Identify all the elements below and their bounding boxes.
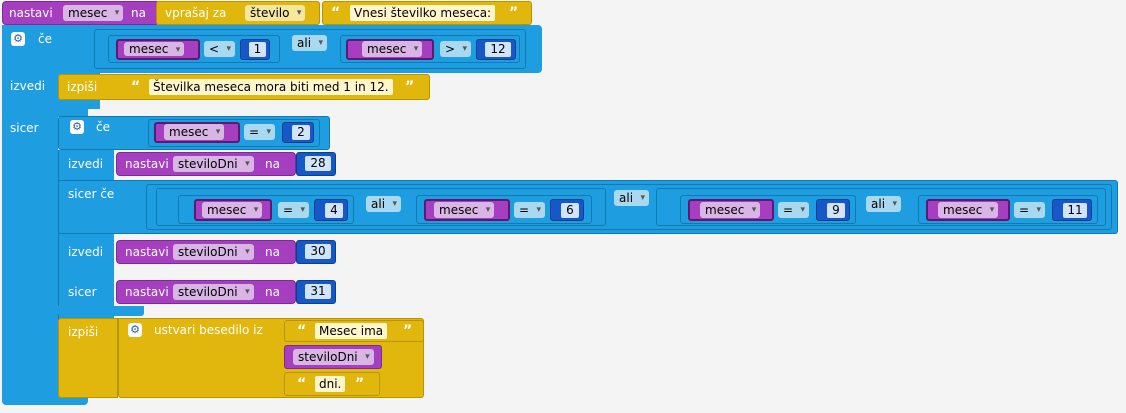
var-stevilodni-block[interactable]: steviloDni (284, 345, 382, 369)
variable-dropdown-mesec[interactable]: mesec (63, 5, 124, 21)
variable-dropdown-stevilodni[interactable]: steviloDni (173, 284, 254, 300)
set-keyword: nastavi (125, 285, 169, 299)
set-mesec-block[interactable]: nastavi mesec na (2, 1, 160, 25)
join-mutator-gear-icon[interactable]: ⚙ (128, 323, 142, 337)
to-keyword: na (265, 285, 280, 299)
variable-dropdown-mesec[interactable]: mesec (700, 202, 761, 218)
print-text-field[interactable]: Številka meseca mora biti med 1 in 12. (149, 79, 393, 95)
print-label: izpiši (68, 325, 99, 339)
if-block-bottom (2, 395, 88, 405)
set-keyword: nastavi (125, 157, 169, 171)
number-block-4[interactable]: 4 (314, 199, 348, 221)
number-field[interactable]: 6 (561, 203, 579, 218)
variable-dropdown-mesec[interactable]: mesec (434, 202, 495, 218)
to-keyword: na (131, 6, 146, 20)
elseif-keyword: sicer če (68, 187, 115, 201)
open-quote-icon: “ (297, 376, 307, 392)
or-operator-dropdown[interactable]: ali (292, 35, 328, 51)
operator-dropdown-eq[interactable]: = (1014, 202, 1046, 218)
ask-number-block[interactable]: vprašaj za število (156, 1, 320, 25)
variable-dropdown-mesec[interactable]: mesec (202, 202, 263, 218)
number-block-9[interactable]: 9 (816, 199, 850, 221)
else-keyword: sicer (10, 121, 39, 135)
close-quote-icon: ” (355, 376, 365, 392)
join-label: ustvari besedilo iz (154, 323, 263, 337)
or-operator-dropdown[interactable]: ali (366, 196, 402, 212)
ask-type-dropdown[interactable]: število (245, 5, 306, 21)
number-block-11[interactable]: 11 (1052, 199, 1092, 221)
set-keyword: nastavi (9, 6, 53, 20)
inner-if-bottom (58, 306, 144, 316)
set-stevilodni-block[interactable]: nastavi steviloDni na (116, 152, 296, 176)
or-operator-dropdown[interactable]: ali (614, 190, 650, 206)
inner-if-keyword: če (96, 120, 110, 134)
number-block-12[interactable]: 12 (476, 39, 516, 60)
if-keyword: če (38, 32, 52, 46)
number-block-6[interactable]: 6 (550, 199, 584, 221)
close-quote-icon: ” (403, 323, 413, 339)
operator-dropdown-eq[interactable]: = (278, 202, 310, 218)
number-field[interactable]: 9 (827, 203, 845, 218)
prompt-text-block[interactable]: “ Vnesi številko meseca: ” (322, 1, 532, 25)
number-field[interactable]: 11 (1063, 203, 1087, 218)
set-stevilodni-block[interactable]: nastavi steviloDni na (116, 280, 296, 304)
number-field[interactable]: 30 (305, 244, 331, 259)
open-quote-icon: “ (297, 323, 307, 339)
variable-dropdown-mesec[interactable]: mesec (938, 202, 999, 218)
if-mutator-gear-icon[interactable]: ⚙ (11, 32, 25, 46)
operator-dropdown-gt[interactable]: > (440, 41, 472, 57)
set-stevilodni-block[interactable]: nastavi steviloDni na (116, 240, 296, 264)
variable-dropdown-stevilodni[interactable]: steviloDni (293, 349, 374, 365)
ask-label: vprašaj za (165, 6, 227, 20)
print-block[interactable]: izpiši “ Številka meseca mora biti med 1… (58, 74, 430, 100)
open-quote-icon: “ (331, 5, 341, 21)
variable-dropdown-mesec[interactable]: mesec (124, 42, 185, 56)
number-field[interactable]: 31 (305, 284, 331, 299)
inner-else-keyword: sicer (68, 285, 97, 299)
open-quote-icon: “ (131, 79, 141, 95)
print-join-block[interactable] (58, 318, 118, 398)
number-field[interactable]: 4 (325, 203, 343, 218)
number-field[interactable]: 28 (305, 156, 331, 171)
operator-dropdown-lt[interactable]: < (204, 41, 236, 57)
inner-if-mutator-gear-icon[interactable]: ⚙ (70, 120, 84, 134)
inner-if-spine (58, 150, 114, 320)
to-keyword: na (265, 245, 280, 259)
number-field[interactable]: 1 (249, 42, 266, 57)
variable-dropdown-stevilodni[interactable]: steviloDni (173, 244, 254, 260)
print-label: izpiši (67, 80, 98, 94)
number-block-28[interactable]: 28 (296, 152, 336, 176)
inner-do-keyword: izvedi (68, 245, 104, 259)
number-block-30[interactable]: 30 (296, 240, 336, 264)
operator-dropdown-eq[interactable]: = (514, 202, 546, 218)
close-quote-icon: ” (405, 79, 415, 95)
variable-dropdown-mesec[interactable]: mesec (362, 41, 423, 57)
number-block-1[interactable]: 1 (240, 39, 270, 60)
number-field[interactable]: 2 (292, 125, 310, 140)
number-field[interactable]: 12 (485, 42, 511, 57)
variable-dropdown-stevilodni[interactable]: steviloDni (173, 156, 254, 172)
if-else-row (2, 109, 88, 117)
number-block-31[interactable]: 31 (296, 280, 336, 304)
if-block-spine (2, 73, 58, 403)
number-block-2[interactable]: 2 (282, 122, 314, 143)
or-operator-dropdown[interactable]: ali (866, 196, 902, 212)
operator-dropdown-eq[interactable]: = (778, 202, 810, 218)
prompt-text-field[interactable]: Vnesi številko meseca: (350, 5, 496, 21)
operator-dropdown-eq[interactable]: = (244, 124, 276, 140)
text-block-mesec-ima[interactable]: “ Mesec ima ” (284, 320, 424, 342)
inner-do-keyword: izvedi (68, 157, 104, 171)
text-block-dni[interactable]: “ dni. ” (284, 372, 380, 396)
variable-dropdown-mesec[interactable]: mesec (164, 124, 225, 140)
set-keyword: nastavi (125, 245, 169, 259)
text-field-mesec-ima[interactable]: Mesec ima (315, 323, 388, 339)
close-quote-icon: ” (509, 5, 519, 21)
to-keyword: na (265, 157, 280, 171)
text-field-dni[interactable]: dni. (315, 376, 346, 392)
do-keyword: izvedi (10, 79, 46, 93)
